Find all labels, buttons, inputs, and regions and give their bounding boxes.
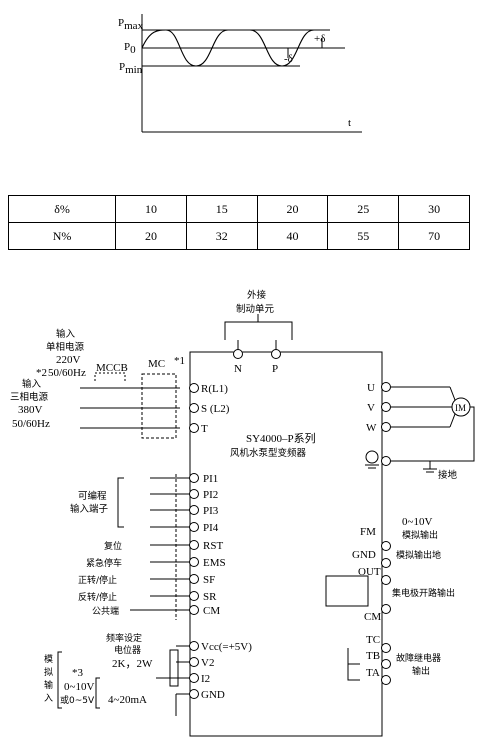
table-cell: 32 bbox=[185, 222, 258, 250]
term-s: S (L2) bbox=[201, 403, 230, 415]
term-cm: CM bbox=[203, 605, 220, 617]
row-header: δ% bbox=[7, 195, 117, 223]
volt-range-2: 或0~5V bbox=[60, 694, 95, 706]
term-gnd-out: GND bbox=[352, 549, 376, 561]
term-pi3: PI3 bbox=[203, 505, 219, 517]
delta-minus: -δ bbox=[284, 53, 293, 65]
table-cell: 20 bbox=[256, 195, 329, 223]
fm-desc-1: 0~10V bbox=[402, 516, 432, 528]
delta-n-table: δ% 10 15 20 25 30 N% 20 32 40 55 70 bbox=[7, 195, 470, 250]
table-cell: 70 bbox=[398, 222, 470, 250]
term-sf: SF bbox=[203, 574, 215, 586]
term-v2: V2 bbox=[201, 657, 214, 669]
note-1: *1 bbox=[174, 355, 185, 367]
ctrl-label-cm: 公共端 bbox=[92, 605, 119, 617]
x-label-t: t bbox=[348, 117, 351, 129]
note-3: *3 bbox=[72, 667, 84, 679]
ctrl-label-ems: 紧急停车 bbox=[86, 557, 122, 569]
term-tc: TC bbox=[366, 634, 380, 646]
table-row: N% 20 32 40 55 70 bbox=[7, 222, 470, 250]
term-rst: RST bbox=[203, 540, 223, 552]
tp-label-2: 380V bbox=[18, 404, 43, 416]
term-pi1: PI1 bbox=[203, 473, 218, 485]
analog-side-2: 输 bbox=[44, 679, 53, 691]
y-label-pmin: Pmin bbox=[119, 61, 143, 76]
term-gnd: GND bbox=[201, 689, 225, 701]
analog-side-3: 入 bbox=[44, 693, 53, 704]
analog-side-0: 模 bbox=[44, 654, 53, 665]
note-2: *2 bbox=[36, 367, 47, 379]
table-cell: 25 bbox=[327, 195, 400, 223]
mccb-label: MCCB bbox=[96, 362, 128, 374]
y-label-p0: P0 bbox=[124, 41, 136, 56]
current-range: 4~20mA bbox=[108, 694, 147, 706]
term-r: R(L1) bbox=[201, 383, 228, 395]
pot-label-2: 电位器 bbox=[114, 644, 141, 656]
term-u: U bbox=[367, 382, 375, 394]
table-cell: 30 bbox=[398, 195, 470, 223]
sp-label-3: 50/60Hz bbox=[48, 367, 86, 379]
row-header: N% bbox=[7, 222, 117, 250]
pressure-wave bbox=[141, 29, 330, 67]
term-cm-out: CM bbox=[364, 611, 381, 623]
term-sr: SR bbox=[203, 591, 217, 603]
term-ems: EMS bbox=[203, 557, 226, 569]
term-tb: TB bbox=[366, 650, 380, 662]
term-w: W bbox=[366, 422, 377, 434]
motor-label: IM bbox=[455, 403, 466, 413]
term-n: N bbox=[234, 363, 242, 375]
gnd-desc: 模拟输出地 bbox=[396, 549, 441, 561]
y-label-pmax: Pmax bbox=[118, 17, 144, 32]
mc-label: MC bbox=[148, 358, 165, 370]
prog-label-2: 输入端子 bbox=[70, 503, 109, 515]
fm-desc-2: 模拟输出 bbox=[402, 529, 438, 541]
analog-side-1: 拟 bbox=[44, 666, 53, 678]
term-t: T bbox=[201, 423, 208, 435]
ctrl-label-sr: 反转/停止 bbox=[78, 591, 117, 603]
term-v: V bbox=[367, 402, 375, 414]
optocoupler-box bbox=[325, 575, 369, 607]
device-title-2: 风机水泵型变频器 bbox=[230, 447, 307, 459]
term-fm: FM bbox=[360, 526, 376, 538]
tp-label-0: 输入 bbox=[22, 378, 42, 390]
ctrl-label-rst: 复位 bbox=[104, 540, 122, 552]
sp-label-2: 220V bbox=[56, 354, 81, 366]
delta-plus: +δ bbox=[314, 33, 325, 45]
pot-label-3: 2K，2W bbox=[112, 658, 153, 670]
term-pi4: PI4 bbox=[203, 522, 219, 534]
ground-label: 接地 bbox=[438, 469, 458, 481]
device-title-1: SY4000–P系列 bbox=[246, 431, 316, 445]
term-pi2: PI2 bbox=[203, 489, 218, 501]
fault-desc-2: 输出 bbox=[412, 665, 430, 677]
sp-label-0: 输入 bbox=[56, 328, 76, 340]
brake-label-2: 制动单元 bbox=[236, 303, 275, 315]
term-out: OUT bbox=[358, 566, 381, 578]
brake-label-1: 外接 bbox=[247, 289, 267, 301]
term-vcc: Vcc(=+5V) bbox=[201, 641, 252, 653]
prog-label-1: 可编程 bbox=[78, 490, 107, 502]
fault-desc-1: 故障继电器 bbox=[396, 652, 441, 664]
potentiometer bbox=[169, 649, 179, 687]
wave-plot: Pmax P0 Pmin t +δ -δ bbox=[118, 14, 362, 133]
sp-label-1: 单相电源 bbox=[46, 341, 85, 353]
term-ta: TA bbox=[366, 667, 380, 679]
pot-label-1: 频率设定 bbox=[106, 632, 142, 644]
term-p: P bbox=[272, 363, 278, 375]
volt-range-1: 0~10V bbox=[64, 681, 94, 693]
term-i2: I2 bbox=[201, 673, 210, 685]
table-cell: 40 bbox=[256, 222, 329, 250]
ctrl-label-sf: 正转/停止 bbox=[78, 574, 117, 586]
out-desc: 集电极开路输出 bbox=[392, 587, 455, 599]
tp-label-3: 50/60Hz bbox=[12, 418, 50, 430]
tp-label-1: 三相电源 bbox=[10, 391, 49, 403]
table-cell: 55 bbox=[327, 222, 400, 250]
